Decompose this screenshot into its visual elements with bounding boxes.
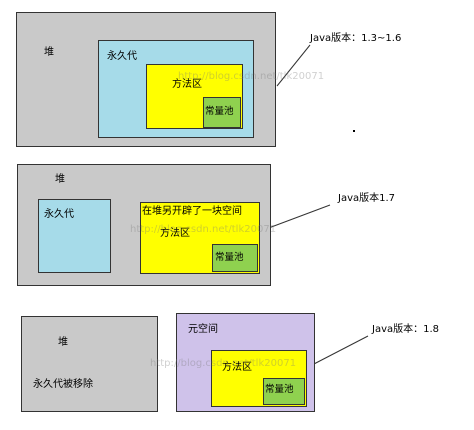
method-area-label-3: 方法区	[222, 362, 252, 373]
heap-box-3	[21, 316, 158, 412]
permgen-removed-label-3: 永久代被移除	[33, 379, 93, 390]
const-pool-label-1: 常量池	[205, 106, 234, 117]
heap-label-3: 堆	[58, 337, 68, 348]
permgen-label-2: 永久代	[44, 209, 74, 220]
permgen-label-1: 永久代	[107, 51, 137, 62]
dot-marker	[353, 130, 355, 132]
heap-label-2: 堆	[55, 174, 65, 185]
watermark-1: http://blog.csdn.net/tlk20071	[178, 71, 325, 82]
version-label-3: Java版本：1.8	[372, 324, 440, 335]
const-pool-label-3: 常量池	[265, 384, 294, 395]
const-pool-box-3	[263, 378, 305, 405]
connector-line-1	[276, 44, 311, 87]
watermark-3: http://blog.csdn.net/tlk20071	[150, 358, 297, 369]
const-pool-box-2	[212, 244, 258, 272]
const-pool-box-1	[203, 97, 241, 128]
const-pool-label-2: 常量池	[215, 252, 244, 263]
version-label-2: Java版本1.7	[338, 193, 396, 204]
method-area-label-1: 方法区	[172, 79, 202, 90]
metaspace-label-3: 元空间	[188, 324, 218, 335]
version-label-1: Java版本：1.3~1.6	[310, 33, 402, 44]
connector-line-3	[311, 335, 369, 366]
watermark-2: http://blog.csdn.net/tlk20071	[130, 224, 277, 235]
permgen-box-2	[38, 199, 111, 273]
method-area-label-2: 方法区	[160, 228, 190, 239]
heap-space-label-2: 在堆另开辟了一块空间	[142, 206, 242, 217]
heap-label-1: 堆	[44, 47, 54, 58]
